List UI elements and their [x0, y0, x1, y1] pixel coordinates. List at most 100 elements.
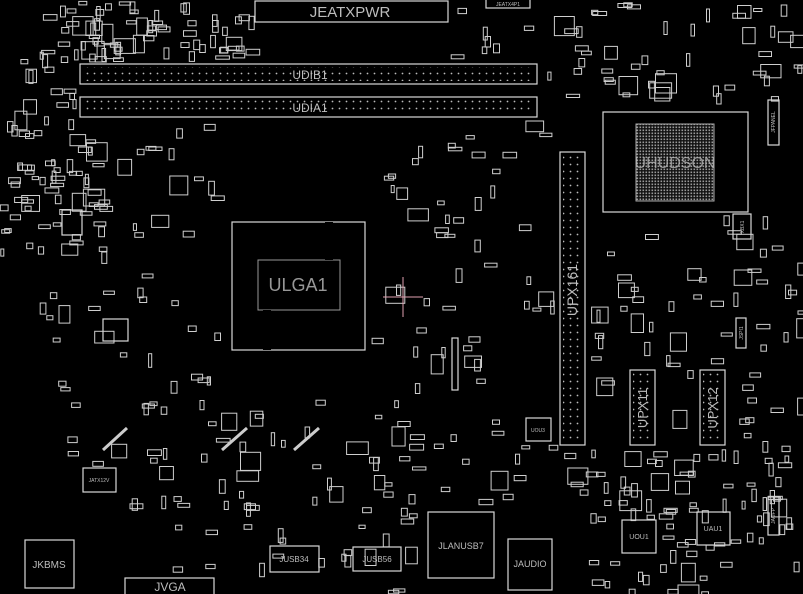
passive-component — [159, 466, 174, 481]
passive-component — [220, 46, 229, 54]
passive-component — [223, 500, 229, 510]
passive-component — [413, 346, 419, 358]
passive-component — [83, 177, 90, 189]
spi-header[interactable]: JSPI1 — [735, 317, 747, 349]
passive-component — [235, 16, 242, 25]
passive-component — [687, 470, 696, 478]
passive-component — [447, 142, 456, 149]
passive-component — [225, 36, 243, 52]
atx-4pin-connector[interactable]: JEATX4P1 — [485, 0, 531, 9]
passive-component — [763, 75, 770, 87]
dimm-slot-b[interactable]: UDIB1 — [79, 63, 538, 85]
front-audio-header[interactable]: JAUFP — [767, 496, 780, 536]
vga-label: JVGA — [154, 580, 185, 594]
passive-component — [645, 234, 659, 240]
crystal[interactable]: XBX1 — [732, 213, 752, 240]
passive-component — [442, 305, 456, 311]
passive-component — [227, 45, 240, 51]
pcie-x1-slot-1[interactable]: UPX11 — [629, 369, 656, 446]
io-chip-label: UOU1 — [629, 534, 649, 541]
passive-component — [646, 514, 655, 520]
passive-component — [626, 4, 642, 10]
passive-component — [781, 445, 791, 453]
passive-component — [94, 330, 115, 344]
usb56-connector[interactable]: JUSB56 — [352, 546, 402, 572]
passive-component — [476, 378, 486, 384]
passive-component — [604, 45, 618, 60]
passive-component — [17, 162, 24, 171]
passive-component — [491, 430, 505, 436]
pcie-x1-slot-2[interactable]: UPX12 — [699, 369, 726, 446]
passive-component — [11, 125, 18, 137]
cpu-socket[interactable]: ULGA1 — [231, 221, 366, 351]
passive-component — [760, 344, 767, 352]
passive-component — [249, 410, 264, 427]
dimm-slot-a[interactable]: UDIA1 — [79, 96, 538, 118]
chipset[interactable]: UHUDSON — [602, 111, 749, 213]
passive-component — [50, 182, 65, 188]
passive-component — [58, 305, 71, 324]
passive-component — [1, 229, 11, 234]
passive-component — [721, 449, 727, 462]
usb34-connector[interactable]: JUSB34 — [269, 545, 320, 573]
lan-usb-connector[interactable]: JLANUSB7 — [427, 511, 495, 579]
passive-component — [161, 495, 167, 510]
vga-connector[interactable]: JVGA — [124, 577, 215, 594]
front-panel-header[interactable]: JFPANEL — [767, 99, 780, 146]
passive-component — [210, 195, 225, 201]
small-chip[interactable]: UOU3 — [525, 417, 552, 442]
passive-component — [492, 419, 500, 425]
passive-component — [151, 214, 170, 228]
passive-component — [756, 323, 771, 330]
passive-component — [604, 500, 612, 507]
passive-component — [601, 380, 615, 386]
keyboard-mouse-connector[interactable]: JKBMS — [24, 539, 75, 589]
passive-component — [171, 300, 179, 307]
passive-component — [69, 134, 87, 147]
passive-component — [84, 173, 89, 186]
passive-component — [797, 65, 803, 74]
passive-component — [710, 300, 725, 307]
passive-component — [573, 68, 583, 75]
passive-component — [746, 482, 756, 487]
passive-component — [642, 574, 650, 586]
passive-component — [752, 70, 767, 76]
passive-component — [344, 555, 352, 568]
pcie-x16-slot[interactable]: UPX161 — [559, 151, 586, 446]
chipset-label: UHUDSON — [635, 155, 716, 172]
audio-codec[interactable]: UAU1 — [696, 511, 731, 546]
passive-component — [63, 88, 77, 94]
passive-component — [526, 276, 532, 285]
spi-label: JSPI1 — [739, 326, 745, 340]
passive-component — [66, 8, 77, 14]
audio-label: JAUDIO — [513, 559, 546, 569]
passive-component — [172, 566, 184, 573]
passive-component — [69, 93, 76, 100]
passive-component — [92, 460, 104, 467]
passive-component — [88, 202, 99, 208]
passive-component — [95, 9, 105, 16]
passive-component — [591, 356, 602, 361]
passive-component — [369, 456, 380, 464]
passive-component — [690, 23, 695, 37]
audio-connector[interactable]: JAUDIO — [507, 538, 553, 591]
io-chip[interactable]: UOU1 — [621, 519, 657, 554]
atx12v-connector[interactable]: JATX12V — [82, 467, 117, 493]
passive-component — [126, 20, 137, 25]
passive-component — [592, 11, 608, 16]
passive-component — [134, 232, 144, 238]
passive-component — [797, 262, 803, 276]
passive-component — [187, 325, 197, 332]
passive-component — [775, 477, 782, 488]
passive-component — [88, 305, 101, 311]
passive-component — [20, 59, 29, 65]
passive-component — [777, 462, 793, 469]
passive-component — [624, 451, 642, 468]
passive-component — [743, 432, 752, 439]
passive-component — [113, 57, 124, 62]
atx-power-connector[interactable]: JEATXPWR — [254, 0, 449, 23]
passive-component — [96, 6, 101, 21]
passive-component — [630, 313, 645, 333]
